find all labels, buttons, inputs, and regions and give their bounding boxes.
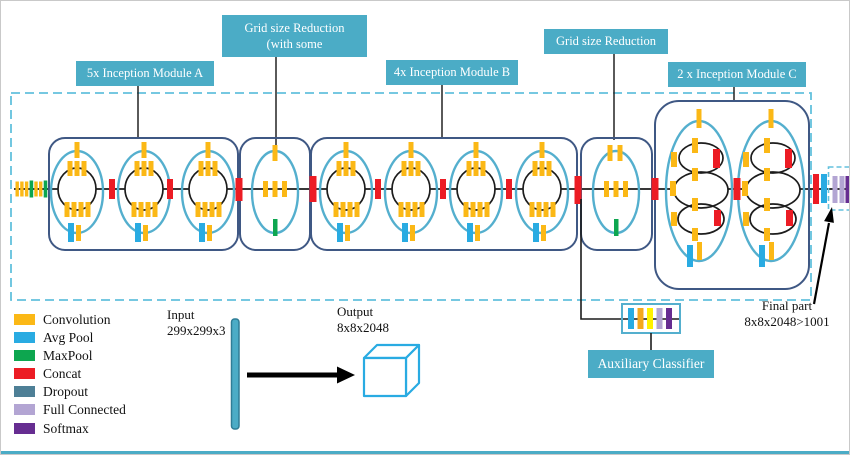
module-b-label-text: 4x Inception Module B [393,65,511,80]
grid-reduction-2-label-text: Grid size Reduction [556,34,656,49]
inception-a-unit-3 [180,140,236,244]
final-part-arrow [812,207,834,305]
module-c-label: 2 x Inception Module C [668,62,806,87]
dropout-swatch-icon [14,386,35,397]
legend-label: Softmax [43,420,89,436]
output-annotation-line2: 8x8x2048 [337,320,389,336]
concat-bars [109,174,819,204]
inception-c-unit-1 [664,107,734,269]
grid-reduction-2-label: Grid size Reduction [544,29,668,54]
legend-item-max-pool: MaxPool [14,348,126,363]
input-annotation-line2: 299x299x3 [167,323,226,339]
legend-item-full-connected: Full Connected [14,402,126,417]
inception-a-unit-1 [49,140,105,244]
convolution-swatch-icon [14,314,35,325]
legend-item-dropout: Dropout [14,384,126,399]
final-part-line1: Final part [761,298,813,313]
legend-label: Dropout [43,383,88,399]
output-annotation: Output 8x8x2048 [337,304,389,337]
softmax-swatch-icon [14,423,35,434]
inception-b-unit-2 [383,140,439,244]
full-connected-swatch-icon [14,404,35,415]
output-annotation-line1: Output [337,304,374,319]
legend-label: Convolution [43,311,111,327]
grid-reduction-1-line1: Grid size Reduction [244,20,345,35]
final-part-dashed-box [827,166,849,211]
inception-b-unit-4 [514,140,570,244]
module-a-label: 5x Inception Module A [76,61,214,86]
grid-reduction-1-label: Grid size Reduction (with some [222,15,367,57]
grid-reduction-unit-2 [591,143,641,238]
auxiliary-branch-line [580,199,677,320]
backbone-dashed-outline [10,92,812,301]
grid-reduction-unit-1 [250,143,300,238]
inception-c-unit-2 [736,107,806,269]
inception-b-unit-3 [448,140,504,244]
module-a-label-text: 5x Inception Module A [86,66,204,81]
input-stem [15,180,48,198]
final-part-line2: 8x8x2048>1001 [744,314,830,330]
module-b-label: 4x Inception Module B [386,60,518,85]
grid-reduction-1-line2: (with some [266,37,323,51]
output-cube [362,343,421,398]
input-annotation-line1: Input [167,307,195,322]
legend-label: MaxPool [43,347,93,363]
auxiliary-classifier-label-text: Auxiliary Classifier [597,356,705,372]
label-connectors [137,54,735,145]
legend-label: Avg Pool [43,329,94,345]
bottom-border-strip [1,451,849,454]
final-part-bars [821,174,849,203]
input-to-output-arrow [247,366,355,384]
max-pool-swatch-icon [14,350,35,361]
avg-pool-swatch-icon [14,332,35,343]
final-part-annotation: Final part 8x8x2048>1001 [727,298,847,331]
legend-label: Concat [43,365,82,381]
legend: Convolution Avg Pool MaxPool Concat Drop… [14,312,126,439]
input-annotation: Input 299x299x3 [167,307,226,340]
inception-b-unit-1 [318,140,374,244]
concat-swatch-icon [14,368,35,379]
legend-item-convolution: Convolution [14,312,126,327]
auxiliary-classifier-label: Auxiliary Classifier [588,350,714,378]
inception-a-unit-2 [116,140,172,244]
legend-label: Full Connected [43,401,126,417]
module-c-label-text: 2 x Inception Module C [677,67,797,82]
legend-item-concat: Concat [14,366,126,381]
auxiliary-classifier-bars [623,308,679,329]
input-tensor-slab [230,318,240,430]
legend-item-avg-pool: Avg Pool [14,330,126,345]
legend-item-softmax: Softmax [14,421,126,436]
